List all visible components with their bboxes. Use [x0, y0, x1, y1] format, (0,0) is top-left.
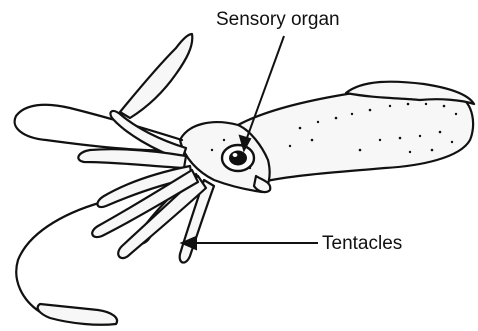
sensory-organ-eye	[222, 145, 254, 171]
squid-mantle	[238, 89, 473, 182]
tentacle-long-lower	[16, 200, 110, 322]
tentacle-club-upper	[120, 34, 192, 118]
sensory-organ-label: Sensory organ	[216, 10, 340, 29]
tentacle-club-lower	[38, 304, 117, 325]
tentacles-label: Tentacles	[322, 234, 402, 253]
